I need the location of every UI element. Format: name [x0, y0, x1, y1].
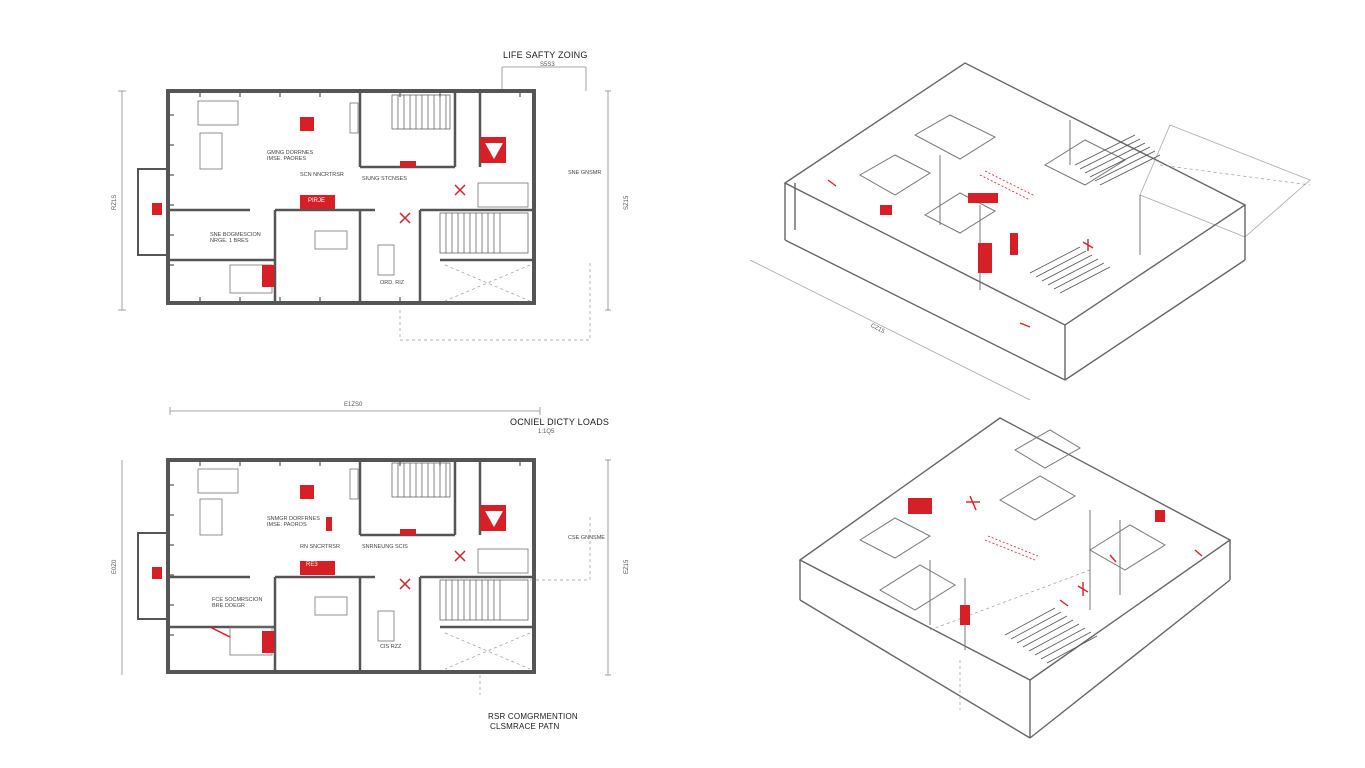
room-label-c: SIUNG STCNSES — [362, 176, 407, 182]
isometric-view-bottom — [798, 417, 1232, 739]
dim-top-plan-top: S5S3 — [540, 62, 555, 68]
exit-note-bottom: CSE GNNSME — [568, 535, 605, 541]
fire-tag: PIRJE — [306, 198, 328, 204]
room-label-a-bottom: SNMGR DORFRNES IMSE. PAOROS — [267, 516, 320, 528]
dim-bottom-plan-sub: 1:1Q5 — [538, 429, 555, 435]
dim-bottom-plan-left: E0Z0 — [112, 559, 118, 574]
fire-tag-bottom: RE3 — [304, 562, 320, 568]
room-label-b-bottom: RN SNCRTRSR — [300, 544, 340, 550]
exit-note: SNE GNSMR — [568, 170, 602, 176]
floor-plan-bottom — [121, 407, 611, 695]
room-label-c-bottom: SNRNEUNG SCIS — [362, 544, 408, 550]
dim-bottom-plan-top: E1ZS0 — [344, 402, 363, 408]
fire-extinguisher-icon — [326, 517, 332, 531]
room-label-e-bottom: CIS RZZ — [380, 644, 402, 650]
room-label-d-bottom: FCE SOCMRSCION BRE DOEGR — [212, 597, 263, 609]
exit-arrow-icon — [485, 143, 503, 159]
dim-bottom-plan-right: EZ15 — [624, 559, 630, 574]
title-fire-compartment: RSR COMGRMENTION — [488, 712, 578, 721]
title-life-safety: LIFE SAFTY ZOING — [503, 50, 588, 60]
room-label-a: GMNG DORRNES IMSE. PAORES — [267, 150, 314, 162]
title-fire-compartment-2: CLSMRACE PATN — [490, 722, 560, 731]
room-label-b: SCN NNCRTRSR — [300, 172, 344, 178]
title-occupancy-loads: OCNIEL DICTY LOADS — [510, 417, 610, 427]
room-label-e: ORD. RIZ — [380, 280, 405, 286]
dim-top-plan-left: RZ1S — [112, 194, 118, 210]
isometric-view-top — [749, 62, 1311, 400]
room-label-d: SNE BOGMESCION NRGE. 1 BRES — [210, 232, 261, 244]
floor-plan-top — [118, 66, 611, 341]
dim-top-plan-right: SZ15 — [624, 195, 630, 210]
fire-alarm-icon — [300, 117, 314, 131]
